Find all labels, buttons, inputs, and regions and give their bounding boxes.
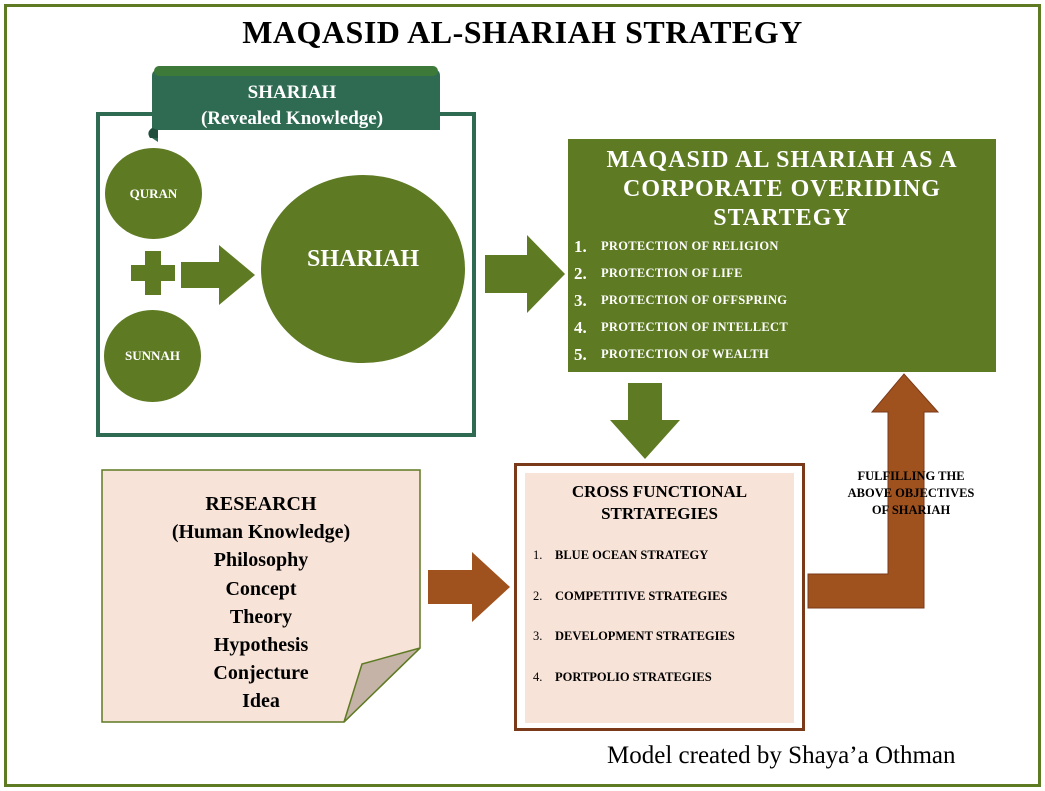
shariah-label: SHARIAH (306, 245, 420, 272)
list-item: 3. PROTECTION OF OFFSPRING (574, 287, 788, 314)
maqasid-title-line: CORPORATE OVERIDING (623, 176, 941, 202)
research-line: (Human Knowledge) (171, 521, 351, 544)
list-item: 4. PORTPOLIO STRATEGIES (533, 670, 735, 711)
research-line: Concept (225, 577, 297, 600)
maqasid-strategy-box: MAQASID AL SHARIAH AS A CORPORATE OVERID… (568, 139, 996, 372)
cross-functional-title: CROSS FUNCTIONAL STRTATEGIES (525, 481, 794, 525)
cross-title-line: CROSS FUNCTIONAL (571, 482, 748, 501)
shariah-circle: SHARIAH (261, 175, 465, 363)
bent-arrow-up-icon (807, 373, 940, 609)
arrow-down-icon (610, 383, 680, 459)
maqasid-title: MAQASID AL SHARIAH AS A CORPORATE OVERID… (568, 146, 996, 233)
item-text: PROTECTION OF LIFE (601, 266, 743, 280)
item-text: PROTECTION OF WEALTH (601, 347, 770, 361)
item-text: COMPETITIVE STRATEGIES (555, 588, 728, 603)
maqasid-objectives-list: 1. PROTECTION OF RELIGION 2. PROTECTION OF… (574, 233, 788, 368)
item-number: 3. (533, 629, 543, 643)
banner-line-2: (Revealed Knowledge) (200, 108, 384, 129)
research-line: Hypothesis (213, 634, 309, 657)
item-number: 5. (574, 344, 587, 364)
item-number: 2. (533, 588, 543, 603)
item-number: 4. (574, 317, 587, 337)
research-line: Theory (229, 605, 293, 628)
list-item: 3. DEVELOPMENT STRATEGIES (533, 629, 735, 670)
cross-functional-panel: CROSS FUNCTIONAL STRTATEGIES 1. BLUE OCEA… (525, 473, 794, 723)
cross-functional-box: CROSS FUNCTIONAL STRTATEGIES 1. BLUE OCEA… (514, 463, 805, 731)
diagram-title: MAQASID AL-SHARIAH STRATEGY (242, 14, 803, 50)
quran-label: QURAN (129, 185, 178, 201)
item-number: 1. (574, 236, 587, 256)
arrow-right-icon (485, 235, 565, 313)
plus-icon (131, 251, 175, 295)
research-text: RESEARCH (Human Knowledge) Philosophy Co… (103, 490, 419, 716)
research-line: Philosophy (213, 549, 309, 572)
research-note (101, 469, 421, 723)
quran-circle: QURAN (105, 148, 202, 239)
item-number: 3. (574, 290, 587, 310)
list-item: 1. BLUE OCEAN STRATEGY (533, 548, 735, 589)
list-item: 4. PROTECTION OF INTELLECT (574, 314, 788, 341)
banner-line-1: SHARIAH (247, 82, 337, 103)
item-text: PROTECTION OF INTELLECT (601, 320, 789, 334)
revealed-knowledge-banner (148, 66, 440, 142)
item-text: PROTECTION OF RELIGION (601, 239, 779, 253)
research-line: Idea (242, 690, 280, 713)
list-item: 1. PROTECTION OF RELIGION (574, 233, 788, 260)
list-item: 2. COMPETITIVE STRATEGIES (533, 589, 735, 630)
maqasid-title-line: MAQASID AL SHARIAH AS A (606, 147, 958, 173)
item-number: 4. (533, 669, 543, 684)
cross-title-line: STRTATEGIES (601, 504, 718, 523)
item-text: PORTPOLIO STRATEGIES (555, 669, 712, 684)
arrow-right-icon (181, 245, 255, 305)
list-item: 2. PROTECTION OF LIFE (574, 260, 788, 287)
banner-label: SHARIAH (Revealed Knowledge) (156, 80, 428, 132)
maqasid-title-line: STARTEGY (713, 205, 851, 231)
list-item: 5. PROTECTION OF WEALTH (574, 341, 788, 368)
sunnah-circle: SUNNAH (104, 310, 201, 402)
research-line: Conjecture (213, 662, 309, 685)
sunnah-label: SUNNAH (125, 348, 180, 363)
item-text: PROTECTION OF OFFSPRING (601, 293, 788, 307)
fulfill-line: FULFILLING THE (857, 469, 965, 483)
item-text: BLUE OCEAN STRATEGY (555, 548, 709, 562)
fulfill-line: OF SHARIAH (871, 503, 951, 517)
cross-strategies-list: 1. BLUE OCEAN STRATEGY 2. COMPETITIVE STRA… (533, 548, 735, 710)
item-number: 1. (533, 548, 543, 562)
fulfilling-objectives-label: FULFILLING THE ABOVE OBJECTIVES OF SHARI… (836, 468, 986, 519)
item-text: DEVELOPMENT STRATEGIES (555, 629, 735, 643)
model-credit: Model created by Shaya’a Othman (607, 742, 956, 769)
research-line: RESEARCH (205, 493, 317, 515)
item-number: 2. (574, 263, 587, 283)
arrow-right-icon (428, 552, 510, 622)
fulfill-line: ABOVE OBJECTIVES (847, 486, 975, 500)
